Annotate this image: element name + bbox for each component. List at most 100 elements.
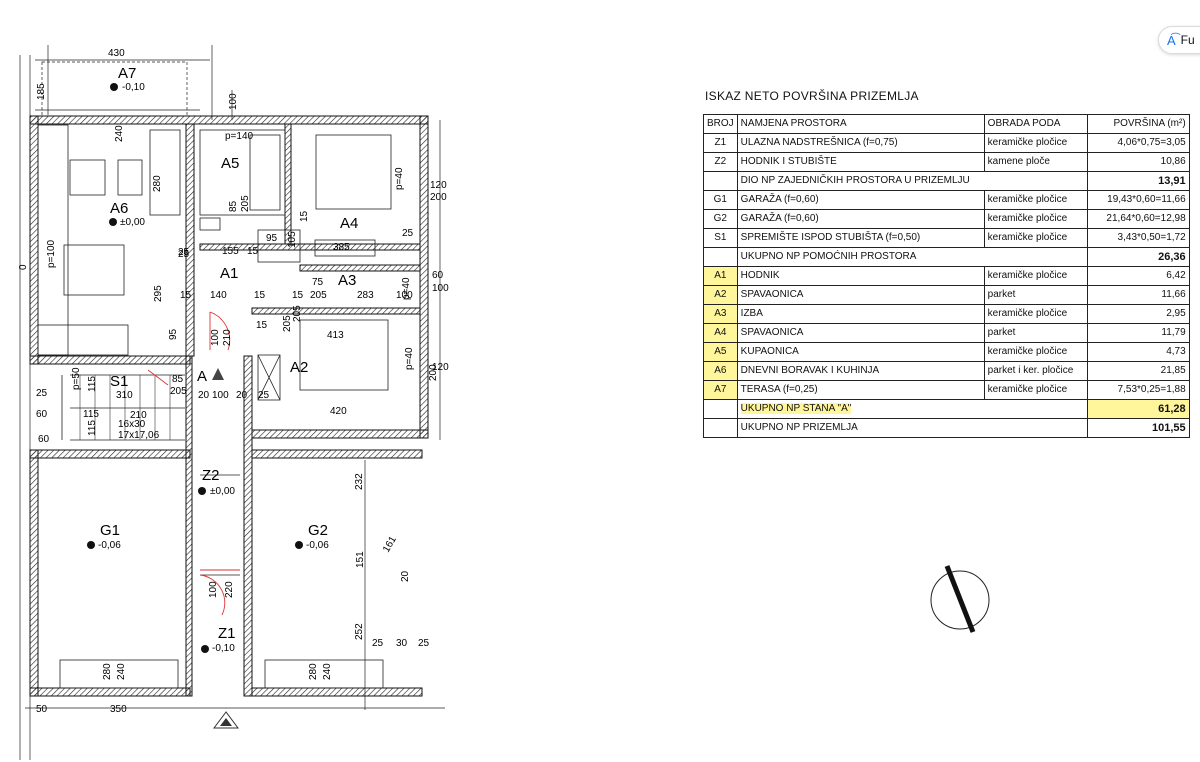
svg-text:20: 20 [400, 570, 411, 582]
translate-button[interactable]: A͡ Fu [1158, 26, 1200, 54]
svg-text:p=40: p=40 [401, 277, 412, 300]
cell-povrsina: 11,66 [1086, 285, 1190, 305]
room-level-a7: -0,10 [122, 82, 145, 93]
svg-text:420: 420 [330, 406, 347, 417]
cell-broj: S1 [703, 228, 738, 248]
svg-text:185: 185 [36, 83, 47, 100]
entrance-label: A [197, 368, 207, 385]
cell-povrsina: 2,95 [1086, 304, 1190, 324]
cell-povrsina: 11,79 [1086, 323, 1190, 343]
svg-text:115: 115 [87, 420, 98, 436]
svg-text:15: 15 [180, 290, 192, 301]
cell-broj: A3 [703, 304, 738, 324]
svg-text:205: 205 [310, 290, 327, 301]
room-level-z1: -0,10 [212, 643, 235, 654]
svg-text:115: 115 [83, 409, 99, 420]
cell-obrada: keramičke pločice [983, 190, 1088, 210]
room-level-g2: -0,06 [306, 540, 329, 551]
svg-text:310: 310 [116, 390, 133, 401]
room-label-s1: S1 [110, 373, 128, 390]
svg-text:15: 15 [292, 290, 304, 301]
cell-obrada: keramičke pločice [983, 266, 1088, 286]
cell-broj: Z2 [703, 152, 738, 172]
svg-text:252: 252 [354, 623, 365, 640]
svg-text:232: 232 [354, 473, 365, 490]
summary-label: UKUPNO NP POMOĆNIH PROSTORA [736, 247, 1088, 267]
svg-text:140: 140 [210, 290, 227, 301]
room-level-a6: ±0,00 [120, 217, 145, 228]
room-label-a6: A6 [110, 200, 128, 217]
summary-empty-cell [703, 418, 738, 438]
cell-broj: A7 [703, 380, 738, 400]
header-povrsina: POVRŠINA (m²) [1086, 114, 1190, 134]
svg-text:p=40: p=40 [394, 167, 405, 190]
stair-note-2: 17x17,06 [118, 430, 160, 441]
svg-text:15: 15 [256, 320, 268, 331]
level-marker-icons [87, 83, 303, 653]
summary-empty-cell [703, 399, 738, 419]
svg-text:p=100: p=100 [46, 239, 57, 268]
room-label-a1: A1 [220, 265, 238, 282]
svg-text:25: 25 [178, 247, 190, 258]
cell-obrada: keramičke pločice [983, 228, 1088, 248]
cell-obrada: parket [983, 285, 1088, 305]
walls [29, 115, 429, 697]
room-label-g1: G1 [100, 522, 120, 539]
svg-text:100: 100 [396, 290, 413, 301]
cell-broj: A1 [703, 266, 738, 286]
room-label-z1: Z1 [218, 625, 236, 642]
svg-text:295: 295 [153, 285, 164, 302]
cell-povrsina: 4,06*0,75=3,05 [1086, 133, 1190, 153]
svg-text:240: 240 [114, 125, 125, 142]
room-label-a2: A2 [290, 359, 308, 376]
dimension-labels: 430 185 100 240 p=140 280 p=100 0 85 205… [18, 48, 449, 715]
svg-text:85: 85 [172, 374, 184, 385]
svg-text:95: 95 [266, 233, 278, 244]
cell-namjena: HODNIK [736, 266, 985, 286]
svg-text:205: 205 [170, 386, 187, 397]
svg-text:p=50: p=50 [71, 367, 82, 390]
svg-text:120: 120 [430, 180, 447, 191]
svg-text:20: 20 [198, 390, 210, 401]
svg-text:105: 105 [287, 231, 298, 248]
svg-text:0: 0 [18, 264, 29, 270]
svg-text:100: 100 [212, 390, 229, 401]
svg-text:413: 413 [327, 330, 344, 341]
cell-obrada: keramičke pločice [983, 133, 1088, 153]
svg-text:25: 25 [402, 228, 414, 239]
cell-broj: A4 [703, 323, 738, 343]
svg-text:210: 210 [130, 410, 147, 421]
svg-text:151: 151 [355, 551, 366, 568]
summary-empty-cell [703, 247, 738, 267]
cell-namjena: SPREMIŠTE ISPOD STUBIŠTA (f=0,50) [736, 228, 985, 248]
svg-text:50: 50 [36, 704, 48, 715]
cell-obrada: parket [983, 323, 1088, 343]
svg-text:60: 60 [432, 270, 444, 281]
svg-text:205: 205 [240, 195, 251, 212]
cell-namjena: GARAŽA (f=0,60) [736, 209, 985, 229]
summary-label: DIO NP ZAJEDNIČKIH PROSTORA U PRIZEMLJU [736, 171, 1088, 191]
svg-text:240: 240 [322, 663, 333, 680]
svg-text:15: 15 [247, 246, 259, 257]
svg-text:25: 25 [372, 638, 384, 649]
summary-total: 101,55 [1086, 418, 1190, 438]
header-broj: BROJ [703, 114, 738, 134]
cell-obrada: keramičke pločice [983, 304, 1088, 324]
svg-text:25: 25 [178, 249, 190, 260]
room-label-z2: Z2 [202, 467, 220, 484]
svg-text:30: 30 [396, 638, 408, 649]
cell-namjena: TERASA (f=0,25) [736, 380, 985, 400]
svg-text:25: 25 [258, 390, 270, 401]
room-label-g2: G2 [308, 522, 328, 539]
cell-broj: A6 [703, 361, 738, 381]
cell-povrsina: 21,85 [1086, 361, 1190, 381]
svg-text:25: 25 [418, 638, 430, 649]
